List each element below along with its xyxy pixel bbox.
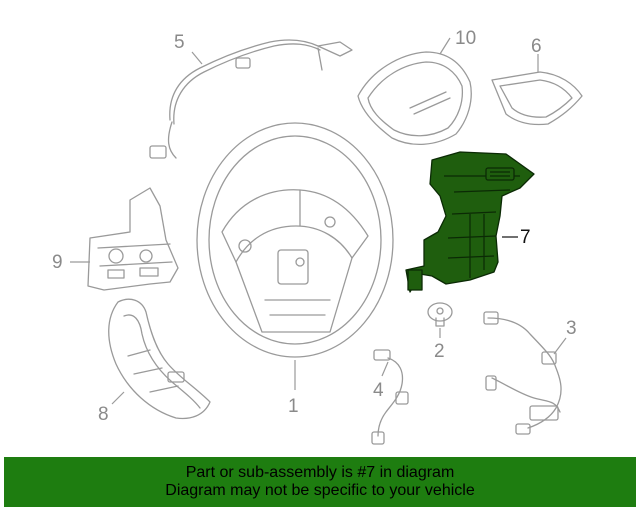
callout-1: 1 bbox=[288, 396, 299, 417]
callout-3: 3 bbox=[566, 318, 577, 339]
part-5-clockspring-harness[interactable] bbox=[149, 39, 353, 159]
part-9-switch-bracket[interactable] bbox=[87, 187, 179, 291]
callout-2: 2 bbox=[434, 341, 445, 362]
leader-10 bbox=[439, 37, 451, 55]
part-7-switch-assembly-highlighted[interactable] bbox=[405, 151, 535, 293]
part-4-wire-lead[interactable] bbox=[371, 349, 409, 445]
leader-8 bbox=[111, 391, 125, 405]
callout-7: 7 bbox=[520, 227, 531, 248]
callout-6: 6 bbox=[531, 36, 542, 57]
info-banner: Part or sub-assembly is #7 in diagram Di… bbox=[4, 457, 636, 507]
part-6-trim-cover[interactable] bbox=[491, 71, 583, 126]
banner-line-1: Part or sub-assembly is #7 in diagram bbox=[185, 464, 455, 481]
callout-10: 10 bbox=[455, 28, 476, 49]
part-3-wire-harness[interactable] bbox=[483, 311, 562, 435]
part-8-lower-bezel[interactable] bbox=[108, 298, 211, 420]
part-10-airbag-module[interactable] bbox=[357, 51, 472, 146]
leader-4 bbox=[381, 361, 389, 377]
exploded-parts-diagram: 1 2 3 4 bbox=[52, 28, 583, 445]
banner-line-2: Diagram may not be specific to your vehi… bbox=[165, 482, 475, 499]
callout-8: 8 bbox=[98, 404, 109, 425]
leader-3 bbox=[553, 337, 567, 355]
callout-9: 9 bbox=[52, 252, 63, 273]
part-2-fastener[interactable] bbox=[427, 302, 453, 327]
part-1-steering-wheel[interactable] bbox=[196, 122, 394, 358]
leader-5 bbox=[191, 51, 203, 65]
callout-5: 5 bbox=[174, 32, 185, 53]
callout-4: 4 bbox=[373, 380, 384, 401]
